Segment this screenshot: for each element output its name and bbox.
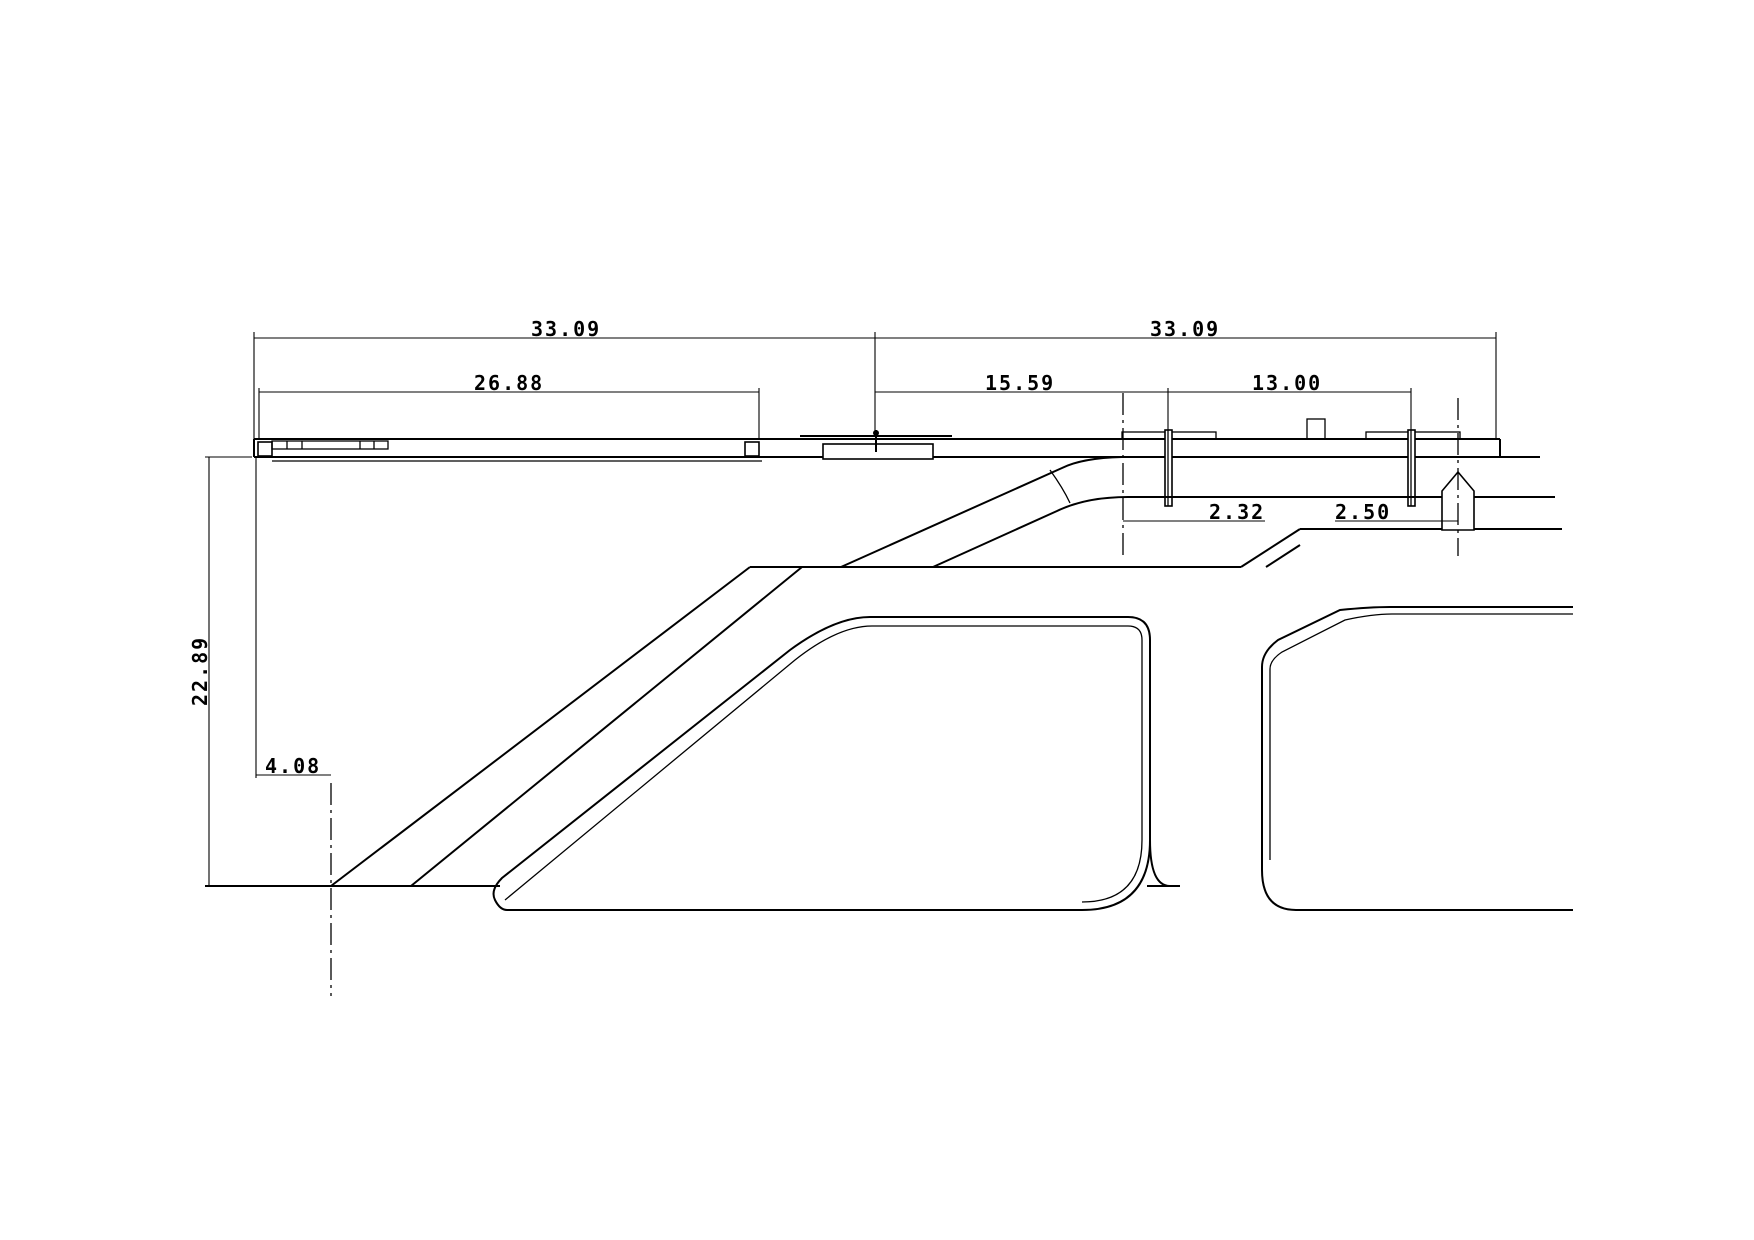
right-fitting	[1441, 470, 1475, 531]
center-clamp	[800, 430, 952, 460]
dim-bolt-offset-b: 2.50	[1335, 500, 1458, 524]
dim-bolt-offset-a: 2.32	[1123, 500, 1265, 524]
dim-label-overall-right: 33.09	[1150, 317, 1220, 341]
dim-label-overall-left: 33.09	[531, 317, 601, 341]
left-end-block	[257, 440, 389, 457]
left-cutout	[492, 616, 1151, 911]
dim-label-bolt-spacing: 13.00	[1252, 371, 1322, 395]
dim-toe-offset: 4.08	[255, 457, 331, 778]
right-lower-rails	[1128, 496, 1562, 568]
dim-label-height: 22.89	[188, 636, 212, 706]
dim-label-bolt-offset-a: 2.32	[1209, 500, 1265, 524]
bolt-left	[1164, 429, 1173, 507]
diagonal-strut	[840, 456, 1129, 568]
dim-label-toe-offset: 4.08	[265, 754, 321, 778]
dim-center-offset: 15.59	[875, 371, 1169, 430]
dim-height: 22.89	[188, 456, 252, 886]
dim-bolt-spacing: 13.00	[1168, 371, 1412, 430]
bolt-right	[1407, 429, 1416, 507]
frame-body	[205, 566, 1241, 887]
dim-label-top-bar: 26.88	[474, 371, 544, 395]
right-cutout	[1261, 606, 1573, 911]
center-lines	[330, 393, 1459, 996]
dim-overall-right: 33.09	[875, 317, 1497, 438]
dim-label-center-offset: 15.59	[985, 371, 1055, 395]
lower-cutout-joint	[1149, 839, 1171, 887]
dim-overall-left: 33.09	[253, 317, 876, 440]
dim-label-bolt-offset-b: 2.50	[1335, 500, 1391, 524]
right-end-block	[744, 441, 760, 457]
dim-top-bar: 26.88	[258, 371, 760, 440]
